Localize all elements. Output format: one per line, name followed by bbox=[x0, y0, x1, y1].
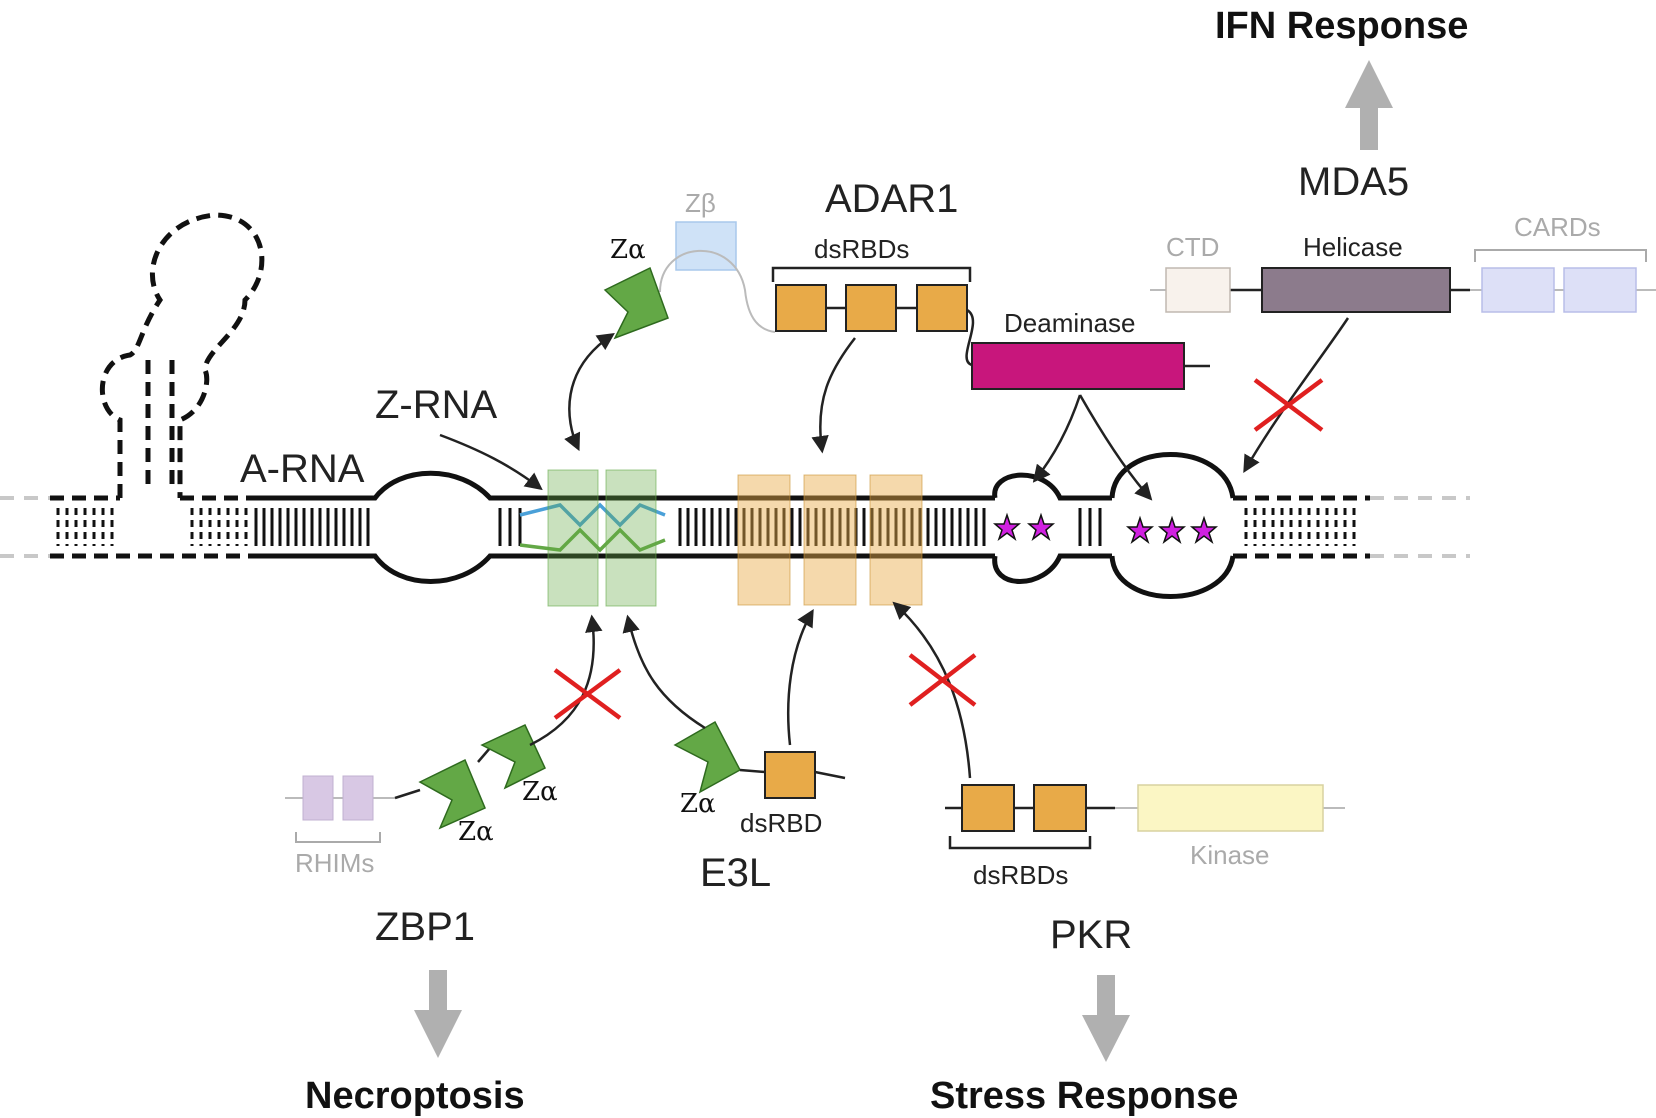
zbp1-label: ZBP1 bbox=[375, 905, 475, 949]
z-alpha-label-zbp1a: Zα bbox=[458, 817, 494, 847]
dsrbds-label-pkr: dsRBDs bbox=[973, 860, 1068, 890]
ctd-domain bbox=[1165, 267, 1231, 313]
edit-star bbox=[992, 512, 1022, 542]
zalpha-bound-box-1 bbox=[547, 469, 599, 607]
helicase-domain bbox=[1261, 267, 1451, 313]
dsrna-duplex bbox=[0, 212, 1470, 599]
pkr-label: PKR bbox=[1050, 913, 1132, 957]
dsrbd-domain bbox=[845, 284, 897, 332]
ifn-response-label: IFN Response bbox=[1215, 5, 1468, 47]
rhim-domain bbox=[302, 775, 334, 821]
helicase-label: Helicase bbox=[1303, 232, 1403, 262]
z-alpha-domain bbox=[603, 266, 669, 340]
edit-star bbox=[1125, 515, 1155, 545]
card-domain bbox=[1481, 267, 1555, 313]
e3l-protein: Zα dsRBD E3L bbox=[673, 720, 846, 895]
rhim-domain bbox=[342, 775, 374, 821]
edit-star bbox=[1157, 515, 1187, 545]
dsrbd-domain bbox=[764, 751, 816, 799]
mda5-blocked-mark bbox=[1253, 378, 1324, 432]
dsrbd-domain bbox=[1033, 784, 1087, 832]
e3l-label: E3L bbox=[700, 851, 771, 895]
dsrbd-bound-box-1 bbox=[737, 474, 791, 606]
editing-sites bbox=[992, 512, 1219, 545]
rhims-label: RHIMs bbox=[295, 848, 374, 878]
kinase-label: Kinase bbox=[1190, 840, 1270, 870]
stress-output-arrow bbox=[1082, 975, 1130, 1062]
a-rna-label: A-RNA bbox=[240, 447, 365, 491]
necroptosis-label: Necroptosis bbox=[305, 1075, 525, 1117]
zbp1-protein: RHIMs Zα Zα ZBP1 Necroptosis bbox=[285, 724, 558, 1117]
edit-star bbox=[1026, 512, 1056, 542]
adar1-protein: ADAR1 Zβ Zα dsRBDs Deaminase bbox=[603, 177, 1210, 390]
edit-star bbox=[1189, 515, 1219, 545]
mda5-label: MDA5 bbox=[1298, 160, 1409, 204]
z-rna-segment bbox=[519, 469, 666, 607]
ctd-label: CTD bbox=[1166, 232, 1219, 262]
ifn-output-arrow bbox=[1345, 60, 1393, 150]
dsrbd-bound-box-3 bbox=[869, 474, 923, 606]
mda5-protein: IFN Response MDA5 CTD Helicase CARDs bbox=[1150, 5, 1656, 313]
z-beta-label: Zβ bbox=[685, 188, 716, 218]
dsrbd-domain bbox=[775, 284, 827, 332]
deaminase-label: Deaminase bbox=[1004, 308, 1136, 338]
dsrbd-label: dsRBD bbox=[740, 808, 822, 838]
dsrbd-bound-boxes bbox=[737, 474, 923, 606]
z-beta-domain bbox=[675, 221, 737, 271]
dsrbds-label-adar1: dsRBDs bbox=[814, 234, 909, 264]
z-alpha-domain bbox=[418, 758, 486, 830]
base-pair-ticks bbox=[56, 508, 1356, 546]
necroptosis-output-arrow bbox=[414, 970, 462, 1058]
adar1-label: ADAR1 bbox=[825, 177, 958, 221]
z-alpha-label-zbp1b: Zα bbox=[522, 777, 558, 807]
dsrbd-bound-box-2 bbox=[803, 474, 857, 606]
zalpha-bound-box-2 bbox=[605, 469, 657, 607]
zbp1-blocked-mark bbox=[553, 668, 622, 720]
deaminase-domain bbox=[971, 342, 1185, 390]
z-alpha-domain bbox=[673, 720, 742, 794]
pkr-blocked-mark bbox=[908, 653, 977, 707]
z-alpha-domain bbox=[480, 724, 546, 790]
z-rna-label: Z-RNA bbox=[375, 383, 498, 427]
card-domain bbox=[1563, 267, 1637, 313]
dsrbd-domain bbox=[961, 784, 1015, 832]
kinase-domain bbox=[1137, 784, 1324, 832]
cards-label: CARDs bbox=[1514, 212, 1601, 242]
stress-response-label: Stress Response bbox=[930, 1075, 1238, 1117]
pkr-protein: dsRBDs Kinase PKR Stress Response bbox=[930, 784, 1345, 1117]
z-alpha-label-e3l: Zα bbox=[680, 789, 716, 819]
dsrbd-domain bbox=[916, 284, 968, 332]
z-alpha-label: Zα bbox=[610, 235, 646, 265]
